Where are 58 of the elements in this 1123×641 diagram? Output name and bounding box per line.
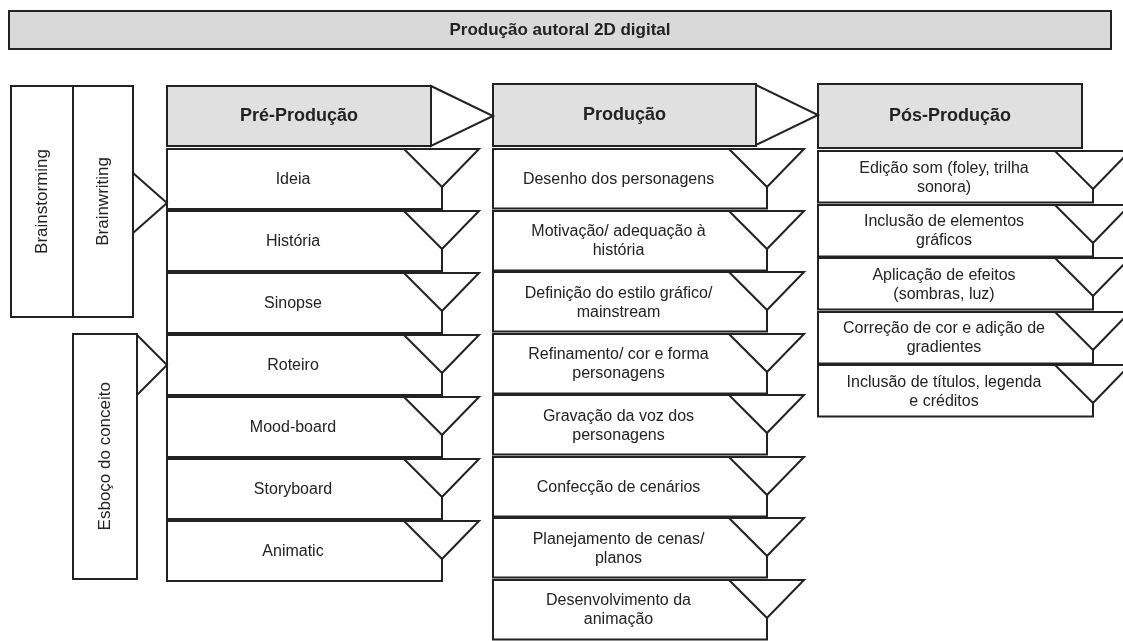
- step-label: Aplicação de efeitos (sombras, luz): [871, 264, 1017, 303]
- stage-label: Brainstorming: [31, 149, 52, 254]
- stage-box: [10, 85, 74, 318]
- step-box: [817, 364, 1123, 418]
- phase-title: Produção: [583, 104, 666, 126]
- step-label: Refinamento/ cor e forma personagens: [527, 344, 710, 383]
- step-label: Inclusão de títulos, legenda e créditos: [845, 371, 1043, 410]
- step-box: [166, 458, 480, 520]
- step-box: [492, 517, 805, 579]
- stage-box: [72, 333, 138, 580]
- stage-box: [72, 85, 134, 318]
- step-label: Edição som (foley, trilha sonora): [858, 157, 1030, 196]
- step-box: [492, 209, 805, 271]
- chevron-arrow: [755, 84, 819, 146]
- step-label: Planejamento de cenas/ planos: [531, 528, 706, 567]
- chevron-arrow: [132, 172, 168, 234]
- phase-title: Pré-Produção: [240, 105, 358, 127]
- stage-label: Esboço do conceito: [94, 382, 115, 531]
- step-label: Roteiro: [267, 355, 319, 375]
- step-box: [492, 148, 805, 210]
- step-box: [492, 271, 805, 333]
- step-box: [166, 334, 480, 396]
- step-label: Motivação/ adequação à história: [530, 221, 707, 260]
- step-box: [492, 394, 805, 456]
- phase-header: [492, 83, 757, 147]
- step-box: [166, 148, 480, 210]
- step-box: [817, 257, 1123, 311]
- chevron-arrow: [430, 85, 494, 147]
- phase-header: [817, 83, 1083, 149]
- step-box: [166, 396, 480, 458]
- step-box: [492, 578, 805, 640]
- step-label: Gravação da voz dos personagens: [541, 405, 696, 444]
- step-label: Ideia: [275, 169, 311, 189]
- phase-title: Pós-Produção: [889, 105, 1011, 127]
- step-box: [166, 210, 480, 272]
- step-label: Animatic: [262, 541, 324, 561]
- step-box: [166, 520, 480, 582]
- title-bar: [8, 10, 1112, 50]
- step-label: Desenvolvimento da animação: [545, 590, 692, 629]
- step-label: Mood-board: [249, 417, 337, 437]
- step-label: Sinopse: [264, 293, 322, 313]
- step-box: [166, 272, 480, 334]
- step-label: História: [265, 231, 321, 251]
- step-label: Inclusão de elementos gráficos: [862, 211, 1026, 250]
- step-label: Desenho dos personagens: [522, 169, 715, 189]
- banner-label: Produção autoral 2D digital: [449, 19, 671, 41]
- step-box: [817, 203, 1123, 257]
- step-label: Confecção de cenários: [536, 476, 701, 496]
- step-label: Storyboard: [253, 479, 333, 499]
- step-box: [817, 310, 1123, 364]
- phase-header: [166, 85, 432, 147]
- step-box: [492, 332, 805, 394]
- step-box: [492, 455, 805, 517]
- stage-label: Brainwriting: [92, 157, 113, 246]
- step-box: [817, 150, 1123, 204]
- chevron-arrow: [136, 334, 168, 396]
- step-label: Definição do estilo gráfico/ mainstream: [523, 282, 714, 321]
- step-label: Correção de cor e adição de gradientes: [842, 318, 1046, 357]
